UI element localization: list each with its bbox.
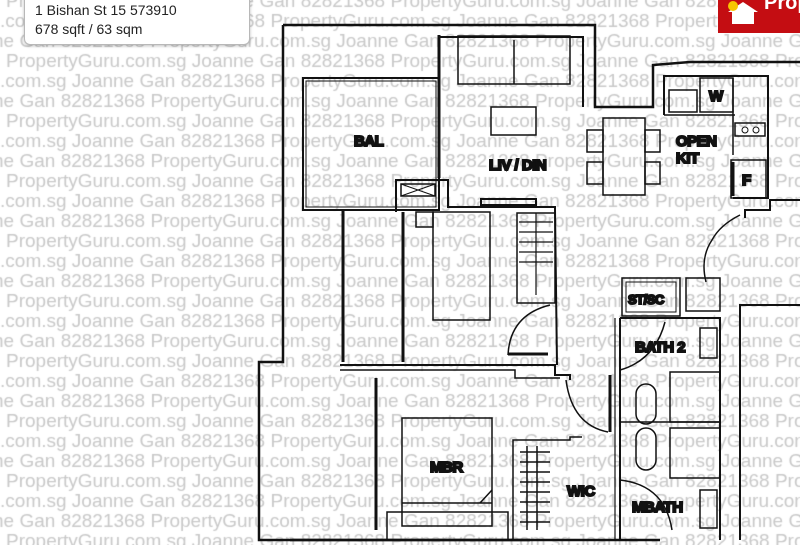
house-logo-icon	[728, 1, 758, 24]
logo-text: PropertyGuru	[764, 0, 800, 14]
dining-table	[602, 117, 646, 196]
stove	[734, 122, 766, 137]
outer-wall-right	[744, 199, 800, 218]
listing-info-card: 1 Bishan St 15 573910 678 sqft / 63 sqm	[24, 0, 250, 45]
room-label-bath2: BATH 2	[635, 339, 685, 356]
bedroom2-door	[507, 304, 551, 356]
toilet-1	[635, 383, 657, 425]
mbath-sink	[699, 489, 718, 529]
room-label-mbath: MBATH	[632, 499, 683, 516]
listing-size: 678 sqft / 63 sqm	[35, 21, 143, 37]
ac-unit	[400, 183, 436, 197]
room-label-bal: BAL	[354, 133, 384, 150]
coffee-table	[490, 106, 537, 136]
wic-shelves	[520, 446, 550, 530]
bed-2	[432, 211, 491, 321]
mbr-door	[565, 379, 609, 433]
room-label-study: ST/SC	[628, 292, 665, 307]
master-bed	[401, 417, 493, 527]
listing-address: 1 Bishan St 15 573910	[35, 2, 177, 18]
room-label-open: OPEN	[676, 133, 717, 150]
room-label-wic: WIC	[567, 483, 595, 500]
kitchen-door	[703, 214, 741, 283]
room-label-liv-din: LIV / DIN	[489, 157, 546, 174]
label-fridge: F	[742, 172, 751, 189]
outer-wall	[283, 23, 800, 109]
fridge-box	[730, 159, 767, 199]
room-label-mbr: MBR	[430, 459, 463, 476]
propertyguru-logo: PropertyGuru	[718, 0, 800, 33]
room-label-kit: KIT	[676, 150, 699, 167]
study-box	[621, 277, 681, 317]
bath2-sink	[699, 327, 718, 359]
toilet-2	[635, 427, 657, 471]
label-washer: W	[709, 88, 724, 105]
